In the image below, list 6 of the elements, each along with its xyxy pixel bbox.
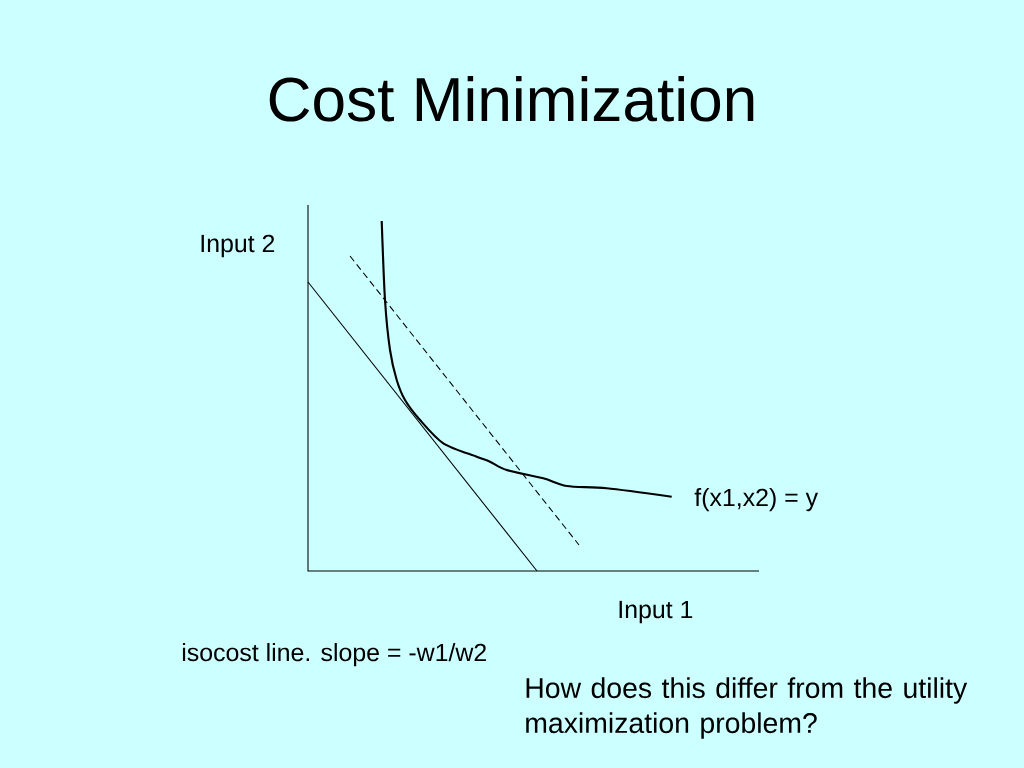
question-text: How does this differ from the utility maximization problem?	[526, 677, 968, 739]
line-label: isocost line. slope = -w1/w2	[182, 643, 486, 667]
curve-label: f(x1,x2) = y	[694, 488, 818, 512]
axis-label: Input 2	[201, 234, 275, 258]
title: Cost Minimization	[269, 75, 754, 122]
axis-label: Input 1	[619, 600, 693, 624]
